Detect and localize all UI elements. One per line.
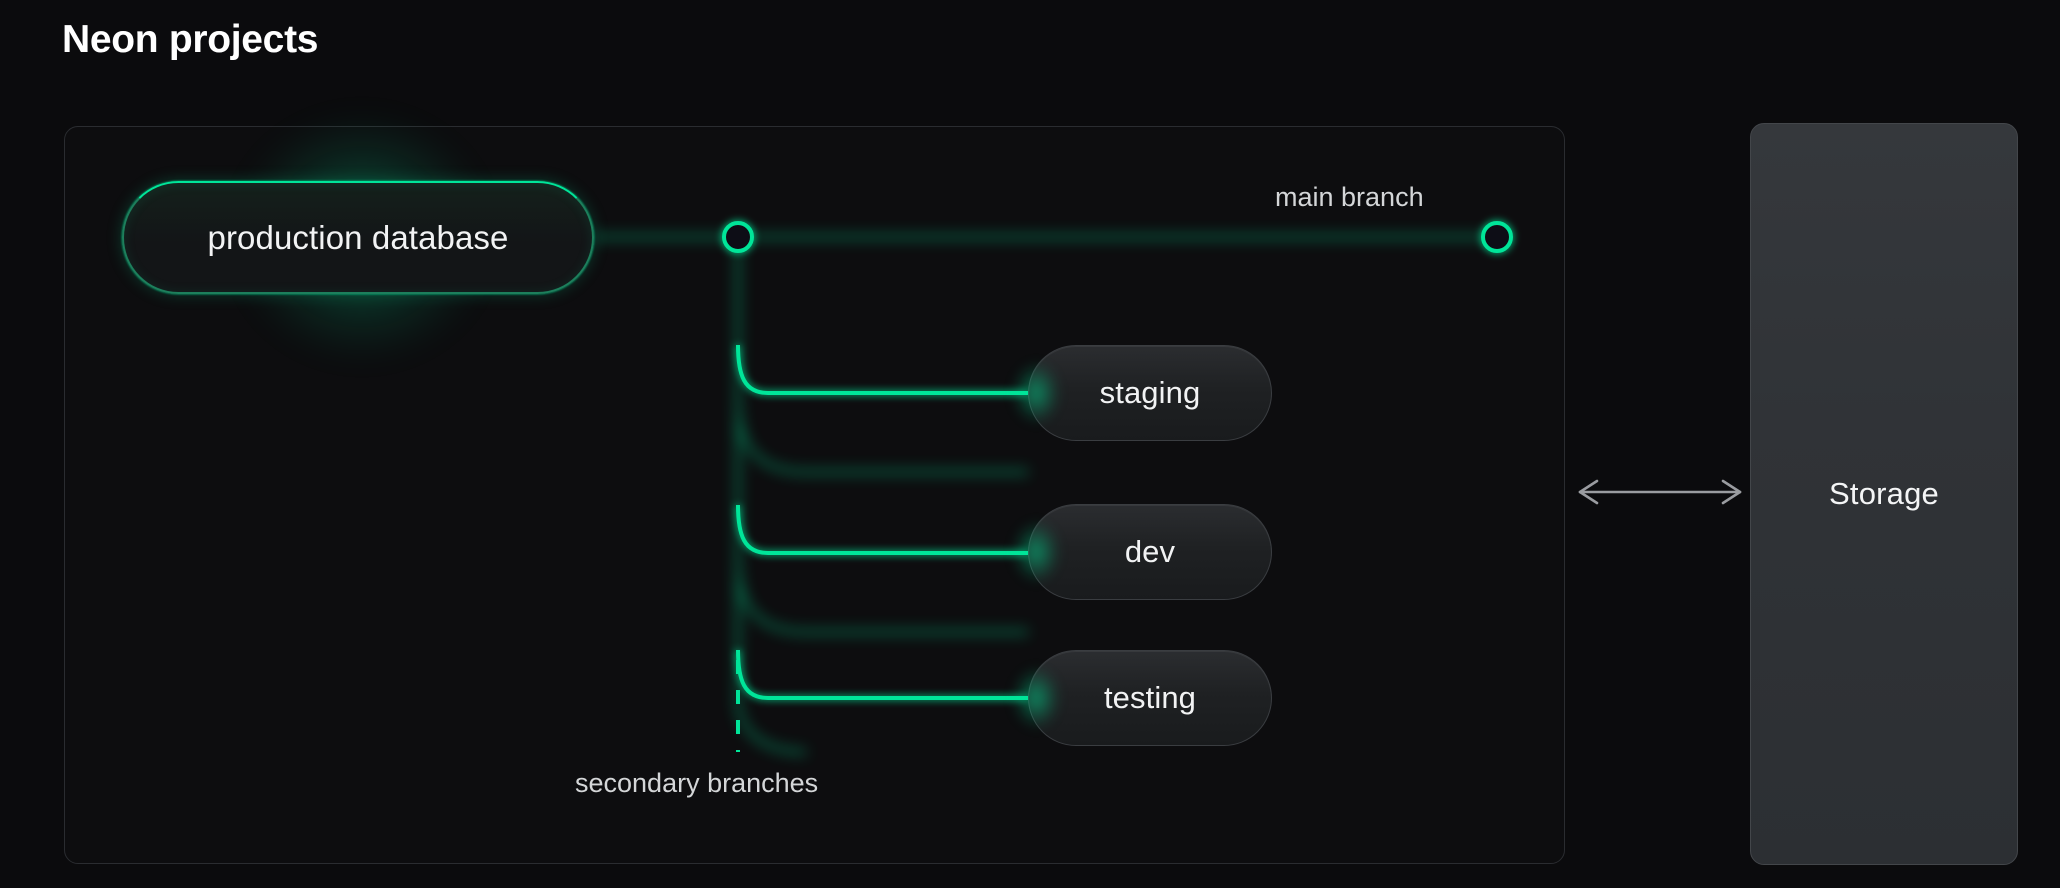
node-staging[interactable]: staging xyxy=(1028,345,1272,441)
node-dev[interactable]: dev xyxy=(1028,504,1272,600)
node-testing[interactable]: testing xyxy=(1028,650,1272,746)
page-title: Neon projects xyxy=(62,18,319,61)
node-staging-label: staging xyxy=(1099,375,1201,410)
node-testing-label: testing xyxy=(1103,680,1197,715)
node-dev-label: dev xyxy=(1124,534,1176,569)
main-branch-label: main branch xyxy=(1275,182,1424,212)
secondary-branches-label: secondary branches xyxy=(575,768,819,798)
node-production-database-label: production database xyxy=(207,218,509,256)
storage-panel[interactable]: Storage xyxy=(1750,123,2018,865)
node-production-database[interactable]: production database xyxy=(122,181,594,294)
bidirectional-arrow-icon xyxy=(1578,479,1742,505)
storage-label: Storage xyxy=(1829,476,1939,511)
